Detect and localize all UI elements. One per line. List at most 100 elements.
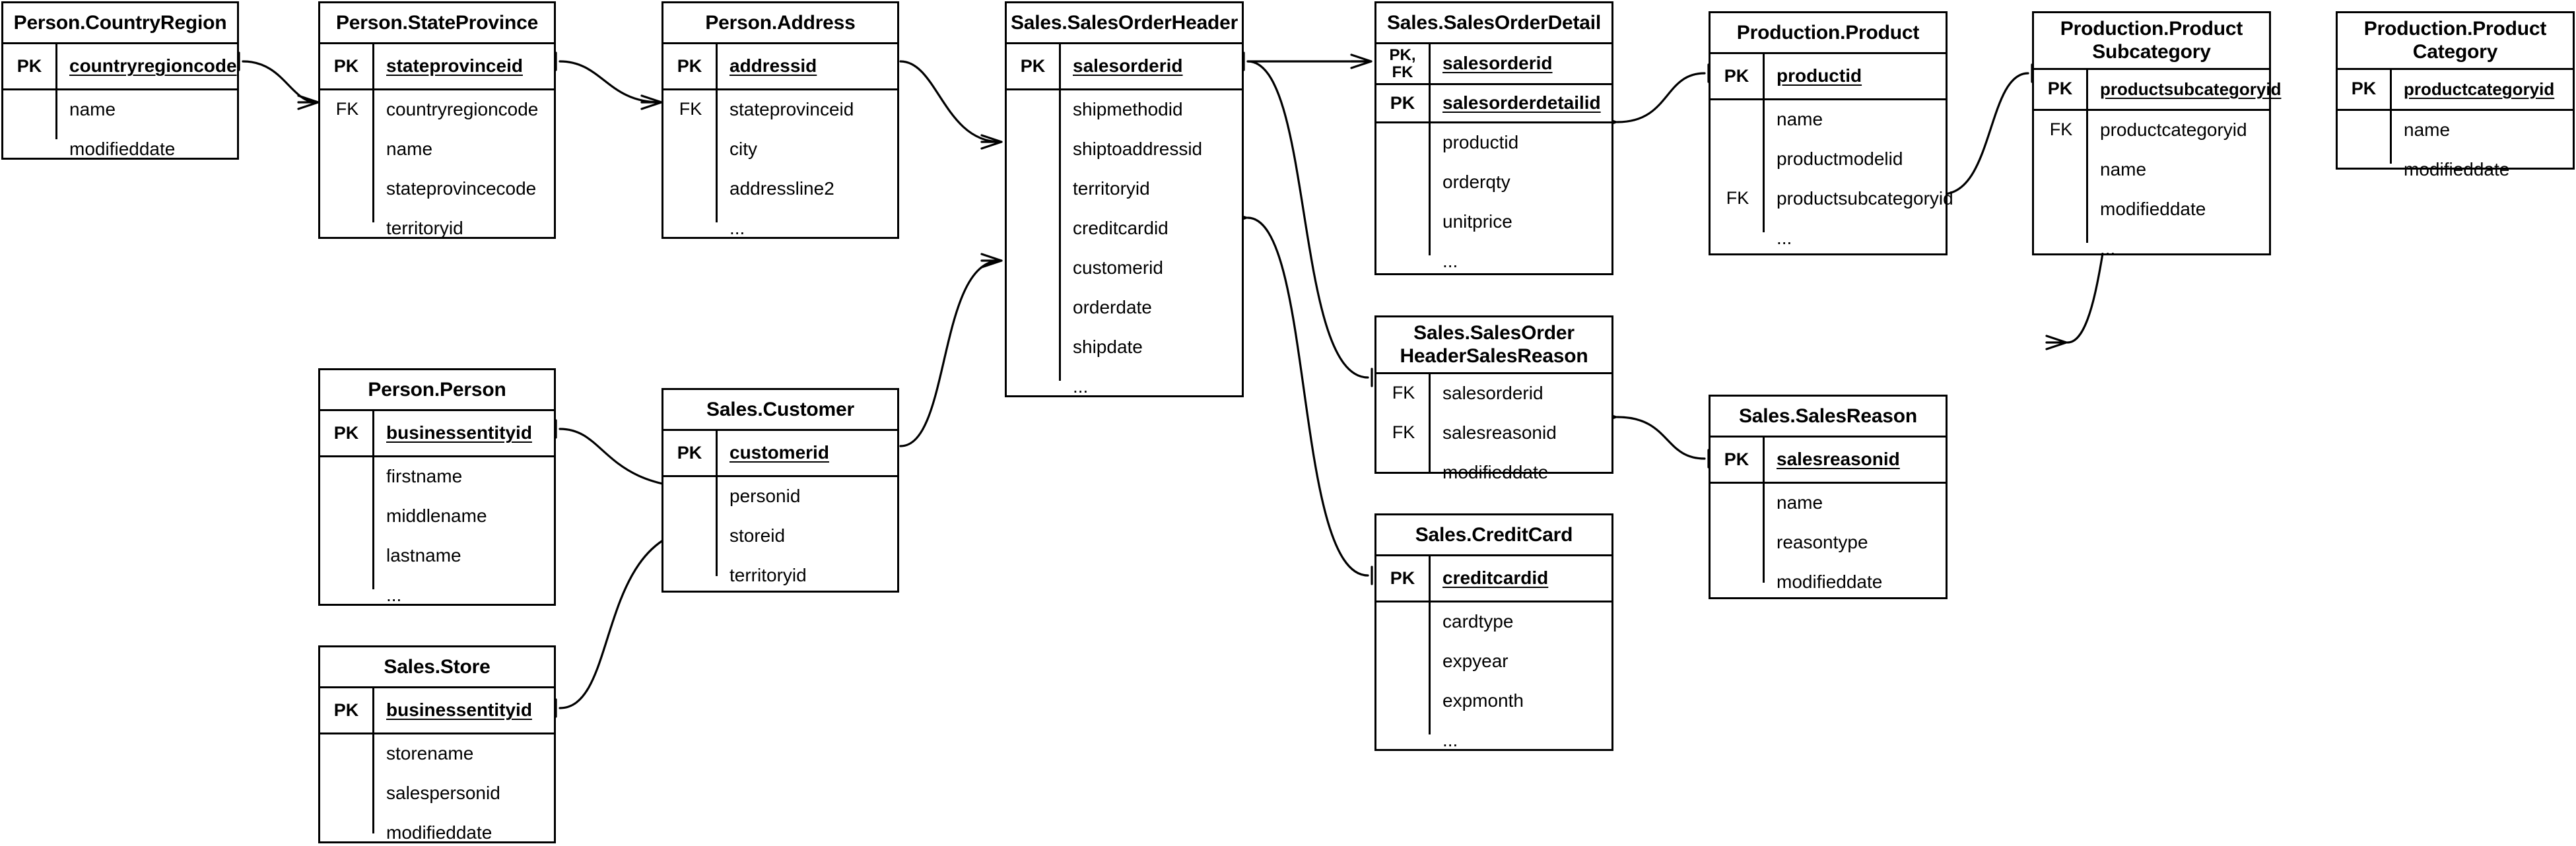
attribute-name: lastname	[386, 545, 461, 566]
attribute-group: name reasontype modifieddate	[1711, 484, 1946, 592]
entity-production-productsubcategory[interactable]: Production.Product Subcategory PK produc…	[2032, 11, 2281, 259]
key-column	[320, 457, 374, 590]
attribute-name: salesorderid	[1073, 55, 1183, 77]
edge-headersalesreason-salesreason	[1616, 416, 1706, 460]
entity-title: Production.Product Subcategory	[2034, 13, 2269, 70]
attribute-name: businessentityid	[386, 422, 532, 443]
entity-sales-customer[interactable]: Sales.Customer PK customerid personid st…	[661, 388, 899, 593]
attribute-name: productcategoryid	[2404, 79, 2555, 99]
pk-row[interactable]: PK salesreasonid	[1711, 438, 1946, 484]
attribute-column: salesorderid salesreasonid modifieddate	[1431, 374, 1611, 482]
key-column	[2338, 110, 2392, 164]
entity-title: Person.Person	[320, 370, 554, 412]
entity-title: Person.StateProvince	[320, 3, 554, 45]
attribute-name: name	[386, 139, 433, 160]
key-label: FK	[1392, 422, 1415, 442]
key-column	[1376, 123, 1431, 256]
edge-salesorderheader-creditcard	[1246, 216, 1369, 577]
pk-row[interactable]: PK productcategoryid	[2338, 69, 2573, 111]
key-label: PK	[663, 44, 718, 89]
key-column: FK	[320, 90, 374, 223]
edge-customer-salesorderheader	[899, 259, 1001, 447]
attribute-name: name	[2404, 119, 2451, 140]
pk-row[interactable]: PK salesorderdetailid	[1376, 85, 1611, 124]
attribute-name: orderqty	[1442, 172, 1510, 193]
key-label: FK	[1392, 382, 1415, 403]
attribute-name: stateprovinceid	[386, 55, 523, 77]
attribute-name: modifieddate	[1777, 571, 1883, 593]
attribute-name: shipmethodid	[1073, 99, 1183, 120]
attribute-name: modifieddate	[1442, 461, 1549, 482]
pk-row[interactable]: PK stateprovinceid	[320, 44, 554, 91]
key-label: PK	[1711, 54, 1765, 99]
pk-row[interactable]: PK businessentityid	[320, 688, 554, 735]
attribute-name: middlename	[386, 505, 487, 527]
key-label: PK	[320, 411, 374, 456]
attribute-group: cardtype expyear expmonth ...	[1376, 602, 1611, 751]
key-label: FK	[1726, 188, 1749, 209]
attribute-column: productcategoryid name modifieddate ...	[2088, 111, 2269, 259]
entity-person-countryregion[interactable]: Person.CountryRegion PK countryregioncod…	[1, 1, 239, 160]
attribute-name: expyear	[1442, 651, 1508, 672]
pk-row[interactable]: PK salesorderid	[1007, 44, 1242, 91]
entity-person-address[interactable]: Person.Address PK addressid FK stateprov…	[661, 1, 899, 239]
entity-sales-salesreason[interactable]: Sales.SalesReason PK salesreasonid name …	[1709, 395, 1948, 599]
key-column: FK	[2034, 110, 2088, 243]
attribute-column: productid orderqty unitprice ...	[1431, 123, 1611, 272]
entity-sales-creditcard[interactable]: Sales.CreditCard PK creditcardid cardtyp…	[1374, 513, 1613, 751]
pk-row[interactable]: PK addressid	[663, 44, 897, 91]
attribute-name: ...	[1442, 730, 1458, 751]
attribute-name: storename	[386, 743, 474, 764]
pk-row[interactable]: PK productid	[1711, 54, 1946, 101]
edge-countryregion-stateprovince	[242, 60, 318, 104]
attribute-name: reasontype	[1777, 532, 1868, 553]
attribute-name: storeid	[729, 525, 786, 546]
pk-row[interactable]: PK productsubcategoryid	[2034, 69, 2281, 111]
entity-person-stateprovince[interactable]: Person.StateProvince PK stateprovinceid …	[318, 1, 556, 239]
edge-address-salesorderheader	[899, 60, 1001, 143]
attribute-column: name modifieddate	[57, 90, 237, 160]
entity-title: Sales.SalesOrderDetail	[1376, 3, 1611, 45]
attribute-name: creditcardid	[1442, 568, 1549, 589]
pk-row[interactable]: PK customerid	[663, 431, 897, 478]
entity-sales-salesorderheadersalesreason[interactable]: Sales.SalesOrder HeaderSalesReason FK FK…	[1374, 315, 1613, 482]
attribute-column: countryregioncode name stateprovincecode…	[374, 90, 554, 239]
key-label: PK	[663, 431, 718, 476]
key-label: FK	[335, 99, 359, 119]
entity-title: Sales.SalesOrderHeader	[1007, 3, 1242, 45]
pk-row[interactable]: PK countryregioncode	[3, 44, 237, 91]
attribute-column: stateprovinceid city addressline2 ...	[718, 90, 897, 239]
key-column	[1007, 90, 1061, 381]
attribute-name: addressline2	[729, 178, 834, 199]
attribute-name: salesorderdetailid	[1442, 92, 1601, 114]
attribute-name: countryregioncode	[386, 99, 539, 120]
attribute-name: territoryid	[729, 565, 807, 586]
key-column	[3, 90, 57, 140]
attribute-group: FK productcategoryid name modifieddate .…	[2034, 110, 2269, 259]
pk-fk-row[interactable]: PK, FK salesorderid	[1376, 44, 1611, 86]
key-label: PK	[1376, 85, 1431, 122]
entity-sales-salesorderdetail[interactable]: Sales.SalesOrderDetail PK, FK salesorder…	[1374, 1, 1613, 275]
entity-sales-salesorderheader[interactable]: Sales.SalesOrderHeader PK salesorderid s…	[1005, 1, 1244, 397]
attribute-name: shipdate	[1073, 337, 1143, 358]
pk-row[interactable]: PK creditcardid	[1376, 556, 1611, 603]
attribute-name: salespersonid	[386, 783, 500, 804]
attribute-name: territoryid	[386, 218, 463, 239]
pk-row[interactable]: PK businessentityid	[320, 411, 554, 458]
entity-production-productcategory[interactable]: Production.Product Category PK productca…	[2336, 11, 2575, 179]
attribute-name: productsubcategoryid	[1777, 188, 1953, 209]
key-label: PK	[2338, 69, 2392, 109]
attribute-name: ...	[1777, 228, 1792, 249]
attribute-column: cardtype expyear expmonth ...	[1431, 602, 1611, 751]
attribute-name: ...	[386, 585, 402, 606]
attribute-group: name modifieddate	[2338, 110, 2573, 179]
attribute-name: ...	[2100, 238, 2116, 259]
attribute-column: shipmethodid shiptoaddressid territoryid…	[1061, 90, 1242, 397]
key-column: FK FK	[1376, 374, 1431, 473]
key-column	[1376, 602, 1431, 735]
entity-production-product[interactable]: Production.Product PK productid FK name …	[1709, 11, 1953, 255]
entity-sales-store[interactable]: Sales.Store PK businessentityid storenam…	[318, 645, 556, 843]
entity-person-person[interactable]: Person.Person PK businessentityid firstn…	[318, 368, 556, 606]
entity-title: Person.CountryRegion	[3, 3, 237, 45]
